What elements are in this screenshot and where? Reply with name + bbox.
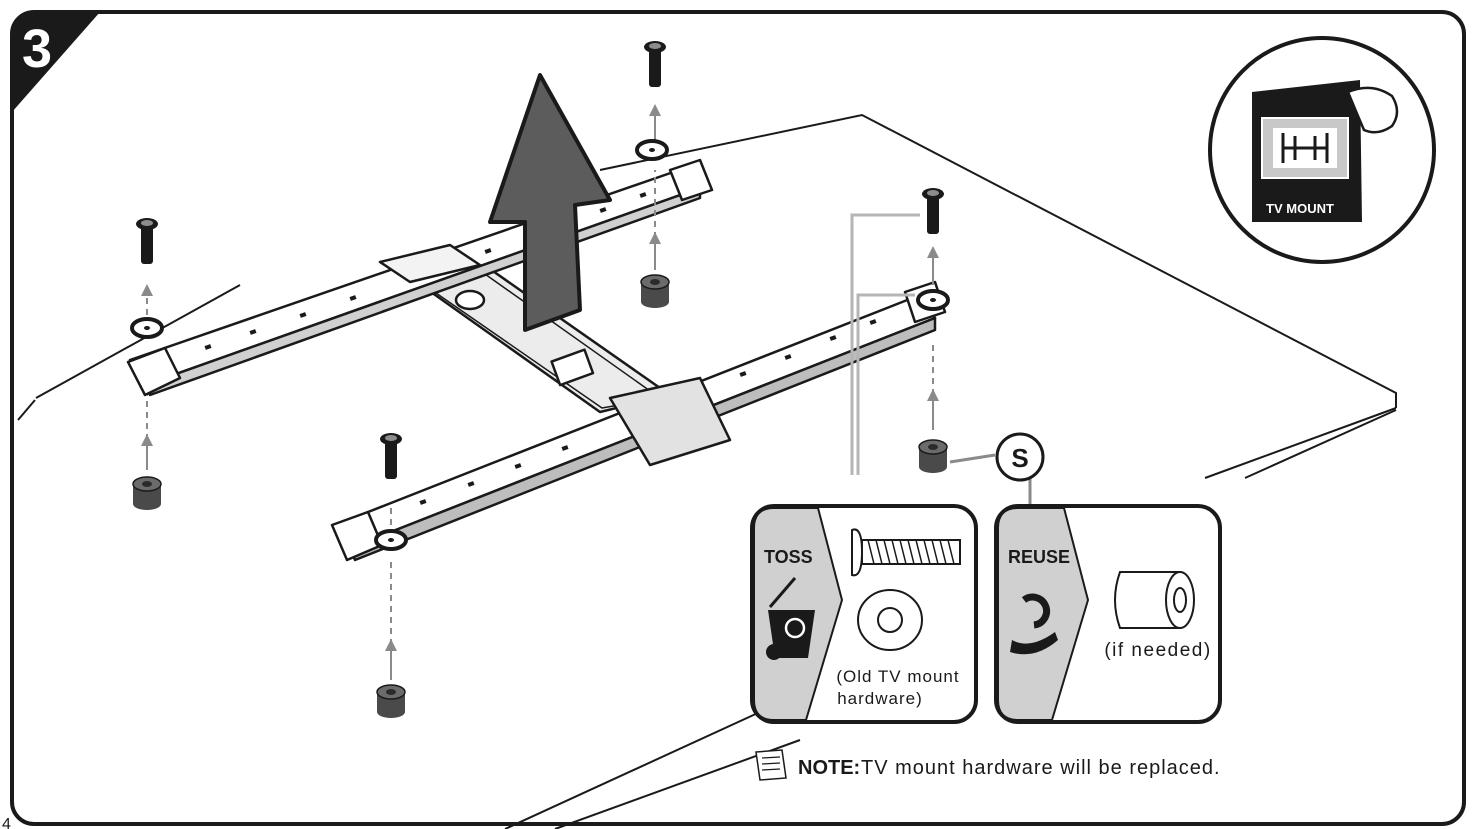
washer-bottom-left <box>374 529 408 551</box>
note-label: NOTE: <box>798 757 860 779</box>
page-number: 4 <box>2 816 11 829</box>
toss-panel: TOSS (Old TV mount hardware) <box>750 504 978 724</box>
page-frame <box>10 10 1466 826</box>
note-row: NOTE: TV mount hardware will be replaced… <box>755 749 1221 781</box>
reuse-heading: REUSE <box>1008 547 1070 567</box>
reuse-caption: (if needed) <box>1104 640 1211 661</box>
callout-circle <box>995 432 1045 482</box>
manual-reference-badge: TV MOUNT <box>1208 36 1436 264</box>
spacer-top-right <box>640 274 670 309</box>
note-paper-icon <box>755 749 787 781</box>
recycle-hand-icon <box>1010 593 1058 655</box>
toss-caption-line2: hardware) <box>837 689 923 708</box>
spacer-bottom-left <box>376 684 406 719</box>
callout-letter: S <box>1011 443 1028 473</box>
trash-can-icon <box>766 577 815 660</box>
spacer-right <box>918 439 948 474</box>
old-screw-icon <box>851 528 961 577</box>
pointing-hand-icon <box>1346 86 1399 134</box>
toss-heading: TOSS <box>764 547 813 567</box>
bolt-top-right <box>644 41 666 87</box>
spacer-top-left <box>132 476 162 511</box>
bolt-right <box>922 188 944 234</box>
reuse-panel: REUSE (if needed) <box>994 504 1222 724</box>
alignment-guides <box>141 104 939 680</box>
step-number: 3 <box>22 19 52 79</box>
lift-arrow <box>488 73 612 332</box>
note-text: TV mount hardware will be replaced. <box>861 757 1221 779</box>
table-surface <box>17 113 1397 829</box>
spacer-reuse-icon <box>1114 571 1195 629</box>
old-washer-icon <box>857 589 923 651</box>
bolt-top-left <box>136 218 158 264</box>
toss-leader <box>850 213 920 475</box>
toss-caption-line1: (Old TV mount <box>836 667 959 686</box>
washer-top-left <box>130 317 164 339</box>
washer-top-right <box>635 139 669 161</box>
washer-right <box>916 289 950 311</box>
bolt-bottom-left <box>380 433 402 479</box>
callout-leader <box>949 453 996 464</box>
step-badge <box>12 12 100 112</box>
mount-bracket-icon <box>1281 133 1329 163</box>
manual-label: TV MOUNT <box>1266 201 1334 216</box>
